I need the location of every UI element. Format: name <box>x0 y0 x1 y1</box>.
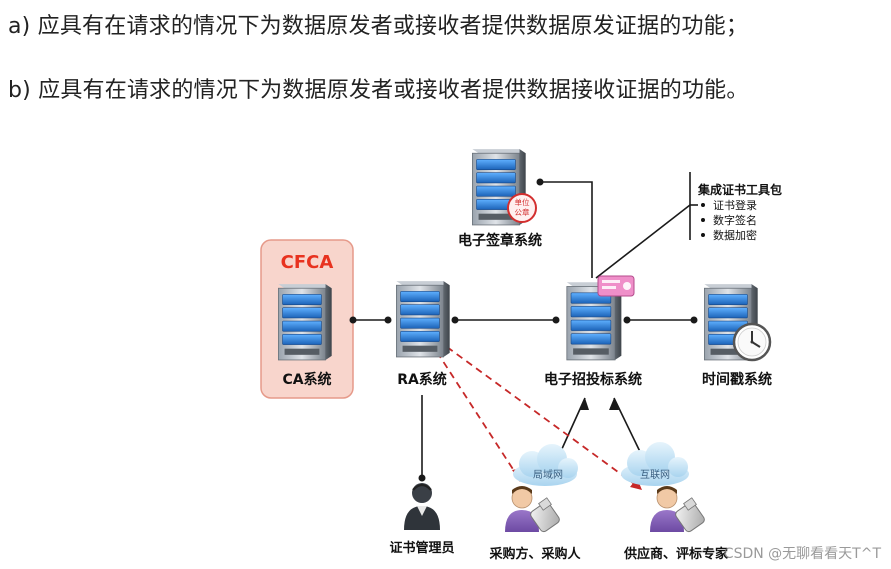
seal-text-1: 单位 <box>515 197 530 207</box>
connection-dots <box>349 178 698 482</box>
cfca-title: CFCA <box>281 252 334 273</box>
requirement-a: a) 应具有在请求的情况下为数据原发者或接收者提供数据原发证据的功能； <box>8 14 749 39</box>
esign-label: 电子签章系统 <box>458 232 542 249</box>
watermark: CSDN @无聊看看天T^T <box>723 546 881 562</box>
seal-icon: 单位 公章 <box>507 193 537 223</box>
toolkit-title: 集成证书工具包 <box>697 182 782 197</box>
admin-label: 证书管理员 <box>389 540 454 556</box>
toolkit-item-signature: 数字签名 <box>713 213 757 227</box>
supplier-person-icon <box>650 486 684 532</box>
buyer-usb-key-icon <box>530 497 560 533</box>
cloud-right-label: 互联网 <box>640 469 670 481</box>
admin-person-icon <box>404 483 440 530</box>
cloud-left-icon: 局域网 <box>513 444 578 486</box>
cloud-right-icon: 互联网 <box>621 442 689 486</box>
ra-label: RA系统 <box>397 371 447 388</box>
supplier-usb-key-icon <box>675 497 705 533</box>
requirement-b: b) 应具有在请求的情况下为数据原发者或接收者提供数据接收证据的功能。 <box>8 78 749 103</box>
buyer-person-icon <box>505 486 539 532</box>
dashed-links <box>436 346 641 489</box>
buyer-label: 采购方、采购人 <box>488 546 581 562</box>
ca-label: CA系统 <box>282 371 331 388</box>
cloud-left-label: 局域网 <box>533 468 563 481</box>
clock-icon <box>732 322 772 362</box>
ra-server-icon <box>395 280 451 358</box>
toolkit-item-login: 证书登录 <box>713 198 757 212</box>
seal-text-2: 公章 <box>515 207 530 217</box>
timestamp-label: 时间戳系统 <box>702 371 772 388</box>
toolkit-item-encryption: 数据加密 <box>713 228 757 242</box>
certificate-card-icon <box>597 275 635 297</box>
supplier-label: 供应商、评标专家 <box>623 546 729 562</box>
ca-server-icon <box>277 283 333 361</box>
connection-arrowheads <box>579 398 619 410</box>
toolkit-callout: 集成证书工具包 证书登录 数字签名 数据加密 <box>697 182 782 242</box>
bidding-label: 电子招投标系统 <box>544 371 642 388</box>
